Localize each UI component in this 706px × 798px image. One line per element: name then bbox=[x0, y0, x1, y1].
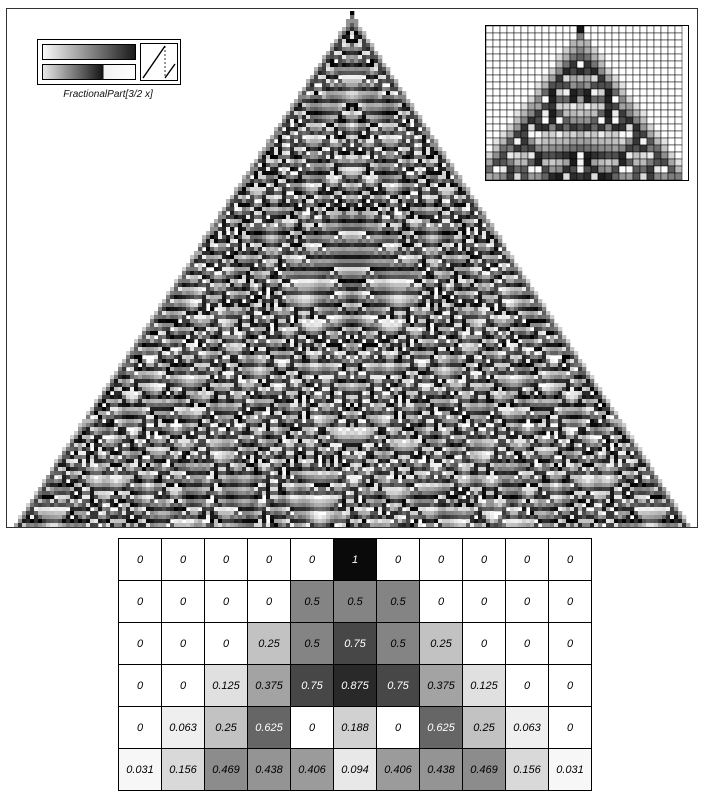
table-cell: 0.5 bbox=[333, 580, 377, 623]
table-cell: 0 bbox=[247, 580, 291, 623]
table-cell: 0.406 bbox=[376, 748, 420, 791]
cellular-automaton-pattern bbox=[14, 11, 691, 527]
gradient-bar-top bbox=[42, 44, 136, 60]
table-cell: 0 bbox=[118, 538, 162, 581]
zoom-inset bbox=[485, 25, 689, 181]
table-cell: 0 bbox=[204, 580, 248, 623]
zoom-inset-grid bbox=[486, 26, 683, 180]
table-cell: 0 bbox=[548, 664, 592, 707]
table-cell: 0.469 bbox=[204, 748, 248, 791]
table-cell: 0 bbox=[462, 538, 506, 581]
table-cell: 0 bbox=[548, 538, 592, 581]
table-cell: 0.406 bbox=[290, 748, 334, 791]
table-cell: 0.031 bbox=[548, 748, 592, 791]
table-cell: 0.188 bbox=[333, 706, 377, 749]
table-cell: 0 bbox=[204, 538, 248, 581]
table-cell: 0.75 bbox=[376, 664, 420, 707]
table-cell: 0.5 bbox=[290, 622, 334, 665]
table-cell: 0.25 bbox=[204, 706, 248, 749]
table-cell: 0.438 bbox=[419, 748, 463, 791]
table-cell: 0.625 bbox=[419, 706, 463, 749]
table-cell: 0 bbox=[204, 622, 248, 665]
table-cell: 0 bbox=[118, 580, 162, 623]
table-cell: 0 bbox=[290, 706, 334, 749]
table-cell: 0 bbox=[505, 538, 549, 581]
table-cell: 0 bbox=[118, 706, 162, 749]
table-cell: 0 bbox=[419, 580, 463, 623]
cellular-automaton-panel: FractionalPart[3/2 x] bbox=[6, 8, 698, 528]
table-cell: 0 bbox=[290, 538, 334, 581]
table-cell: 0 bbox=[548, 580, 592, 623]
table-cell: 0 bbox=[548, 706, 592, 749]
table-cell: 0.094 bbox=[333, 748, 377, 791]
table-cell: 0 bbox=[118, 622, 162, 665]
table-cell: 0 bbox=[462, 580, 506, 623]
table-cell: 0 bbox=[376, 538, 420, 581]
table-cell: 0.25 bbox=[419, 622, 463, 665]
table-cell: 0.875 bbox=[333, 664, 377, 707]
table-cell: 0 bbox=[505, 622, 549, 665]
rule-label: FractionalPart[3/2 x] bbox=[63, 89, 153, 100]
table-cell: 0 bbox=[419, 538, 463, 581]
table-cell: 0 bbox=[118, 664, 162, 707]
table-cell: 0.5 bbox=[290, 580, 334, 623]
table-cell: 0 bbox=[161, 622, 205, 665]
table-cell: 0.5 bbox=[376, 580, 420, 623]
table-cell: 0.75 bbox=[290, 664, 334, 707]
table-cell: 0 bbox=[161, 664, 205, 707]
table-cell: 0.125 bbox=[204, 664, 248, 707]
table-cell: 0.063 bbox=[161, 706, 205, 749]
table-cell: 0 bbox=[161, 580, 205, 623]
table-cell: 0.469 bbox=[462, 748, 506, 791]
table-cell: 0 bbox=[505, 664, 549, 707]
table-cell: 1 bbox=[333, 538, 377, 581]
table-cell: 0 bbox=[247, 538, 291, 581]
table-cell: 0.625 bbox=[247, 706, 291, 749]
table-cell: 0 bbox=[376, 706, 420, 749]
table-cell: 0.375 bbox=[247, 664, 291, 707]
table-cell: 0.75 bbox=[333, 622, 377, 665]
table-cell: 0 bbox=[505, 580, 549, 623]
table-cell: 0.25 bbox=[462, 706, 506, 749]
table-cell: 0.438 bbox=[247, 748, 291, 791]
table-cell: 0.063 bbox=[505, 706, 549, 749]
gradient-bar-bottom bbox=[42, 64, 136, 80]
rule-icon: FractionalPart[3/2 x] bbox=[33, 33, 183, 113]
table-cell: 0.25 bbox=[247, 622, 291, 665]
table-cell: 0 bbox=[462, 622, 506, 665]
table-cell: 0 bbox=[548, 622, 592, 665]
table-cell: 0.125 bbox=[462, 664, 506, 707]
table-cell: 0.375 bbox=[419, 664, 463, 707]
rule-frame bbox=[37, 39, 181, 85]
table-cell: 0 bbox=[161, 538, 205, 581]
table-cell: 0.156 bbox=[161, 748, 205, 791]
sawtooth-map-icon bbox=[140, 43, 178, 81]
table-cell: 0.156 bbox=[505, 748, 549, 791]
table-cell: 0.031 bbox=[118, 748, 162, 791]
table-cell: 0.5 bbox=[376, 622, 420, 665]
